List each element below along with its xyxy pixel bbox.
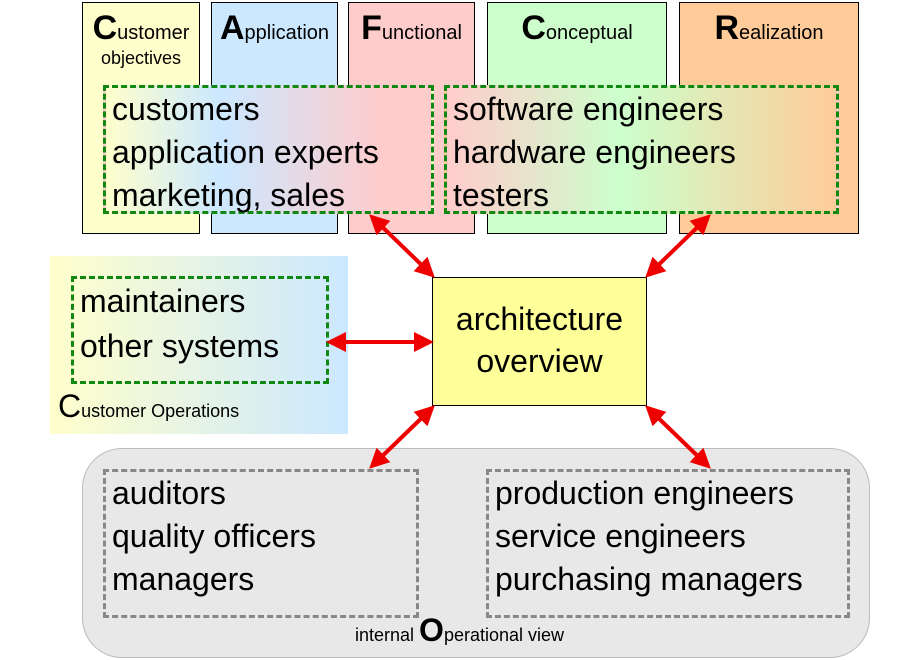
arrow-top-right: [645, 214, 711, 278]
stakeholder-item: testers: [453, 177, 550, 213]
stakeholder-item: application experts: [112, 134, 379, 170]
column-label: onceptual: [545, 22, 633, 44]
stakeholder-item: purchasing managers: [495, 561, 803, 597]
center-line2: overview: [476, 343, 603, 379]
column-label: pplication: [244, 22, 330, 44]
stakeholder-item: marketing, sales: [112, 177, 345, 213]
stakeholder-group-technical-side: software engineers hardware engineers te…: [444, 85, 839, 214]
internal-operational-view-label: internal Operational view: [355, 612, 564, 649]
customer-operations-label: Customer Operations: [58, 388, 239, 425]
stakeholder-item: managers: [112, 561, 255, 597]
label-initial: O: [419, 612, 444, 648]
label-prefix: internal: [355, 625, 420, 645]
arrow-bottom-left: [369, 405, 435, 469]
stakeholder-item: service engineers: [495, 518, 746, 554]
column-initial: A: [219, 9, 245, 47]
arrow-bottom-right: [645, 405, 711, 469]
stakeholder-item: other systems: [80, 328, 280, 364]
internal-operational-view-region: [82, 448, 870, 658]
architecture-overview-box: architecture overview: [432, 277, 647, 406]
column-label-line2: objectives: [100, 47, 182, 68]
stakeholder-item: hardware engineers: [453, 134, 736, 170]
stakeholder-item: customers: [112, 91, 260, 127]
label-rest: ustomer Operations: [81, 401, 240, 421]
stakeholder-group-internal-operations: production engineers service engineers p…: [486, 469, 850, 618]
stakeholder-group-internal-management: auditors quality officers managers: [103, 469, 419, 618]
stakeholder-group-customer-operations: maintainers other systems: [71, 276, 329, 384]
stakeholder-group-customer-side: customers application experts marketing,…: [103, 85, 434, 214]
stakeholder-item: quality officers: [112, 518, 316, 554]
column-initial: C: [92, 9, 118, 47]
column-initial: R: [714, 9, 740, 47]
label-rest: perational view: [443, 625, 565, 645]
column-label: ustomer: [117, 22, 190, 44]
label-initial: C: [58, 388, 82, 424]
stakeholder-item: maintainers: [80, 283, 246, 319]
stakeholder-item: auditors: [112, 475, 226, 511]
column-label: unctional: [381, 22, 462, 44]
column-label: ealization: [739, 22, 824, 44]
stakeholder-item: software engineers: [453, 91, 724, 127]
center-line1: architecture: [455, 301, 624, 337]
column-initial: C: [521, 9, 546, 47]
column-initial: F: [361, 9, 382, 47]
arrow-top-left: [369, 214, 435, 278]
stakeholder-item: production engineers: [495, 475, 794, 511]
customer-operations-region: [50, 256, 348, 434]
